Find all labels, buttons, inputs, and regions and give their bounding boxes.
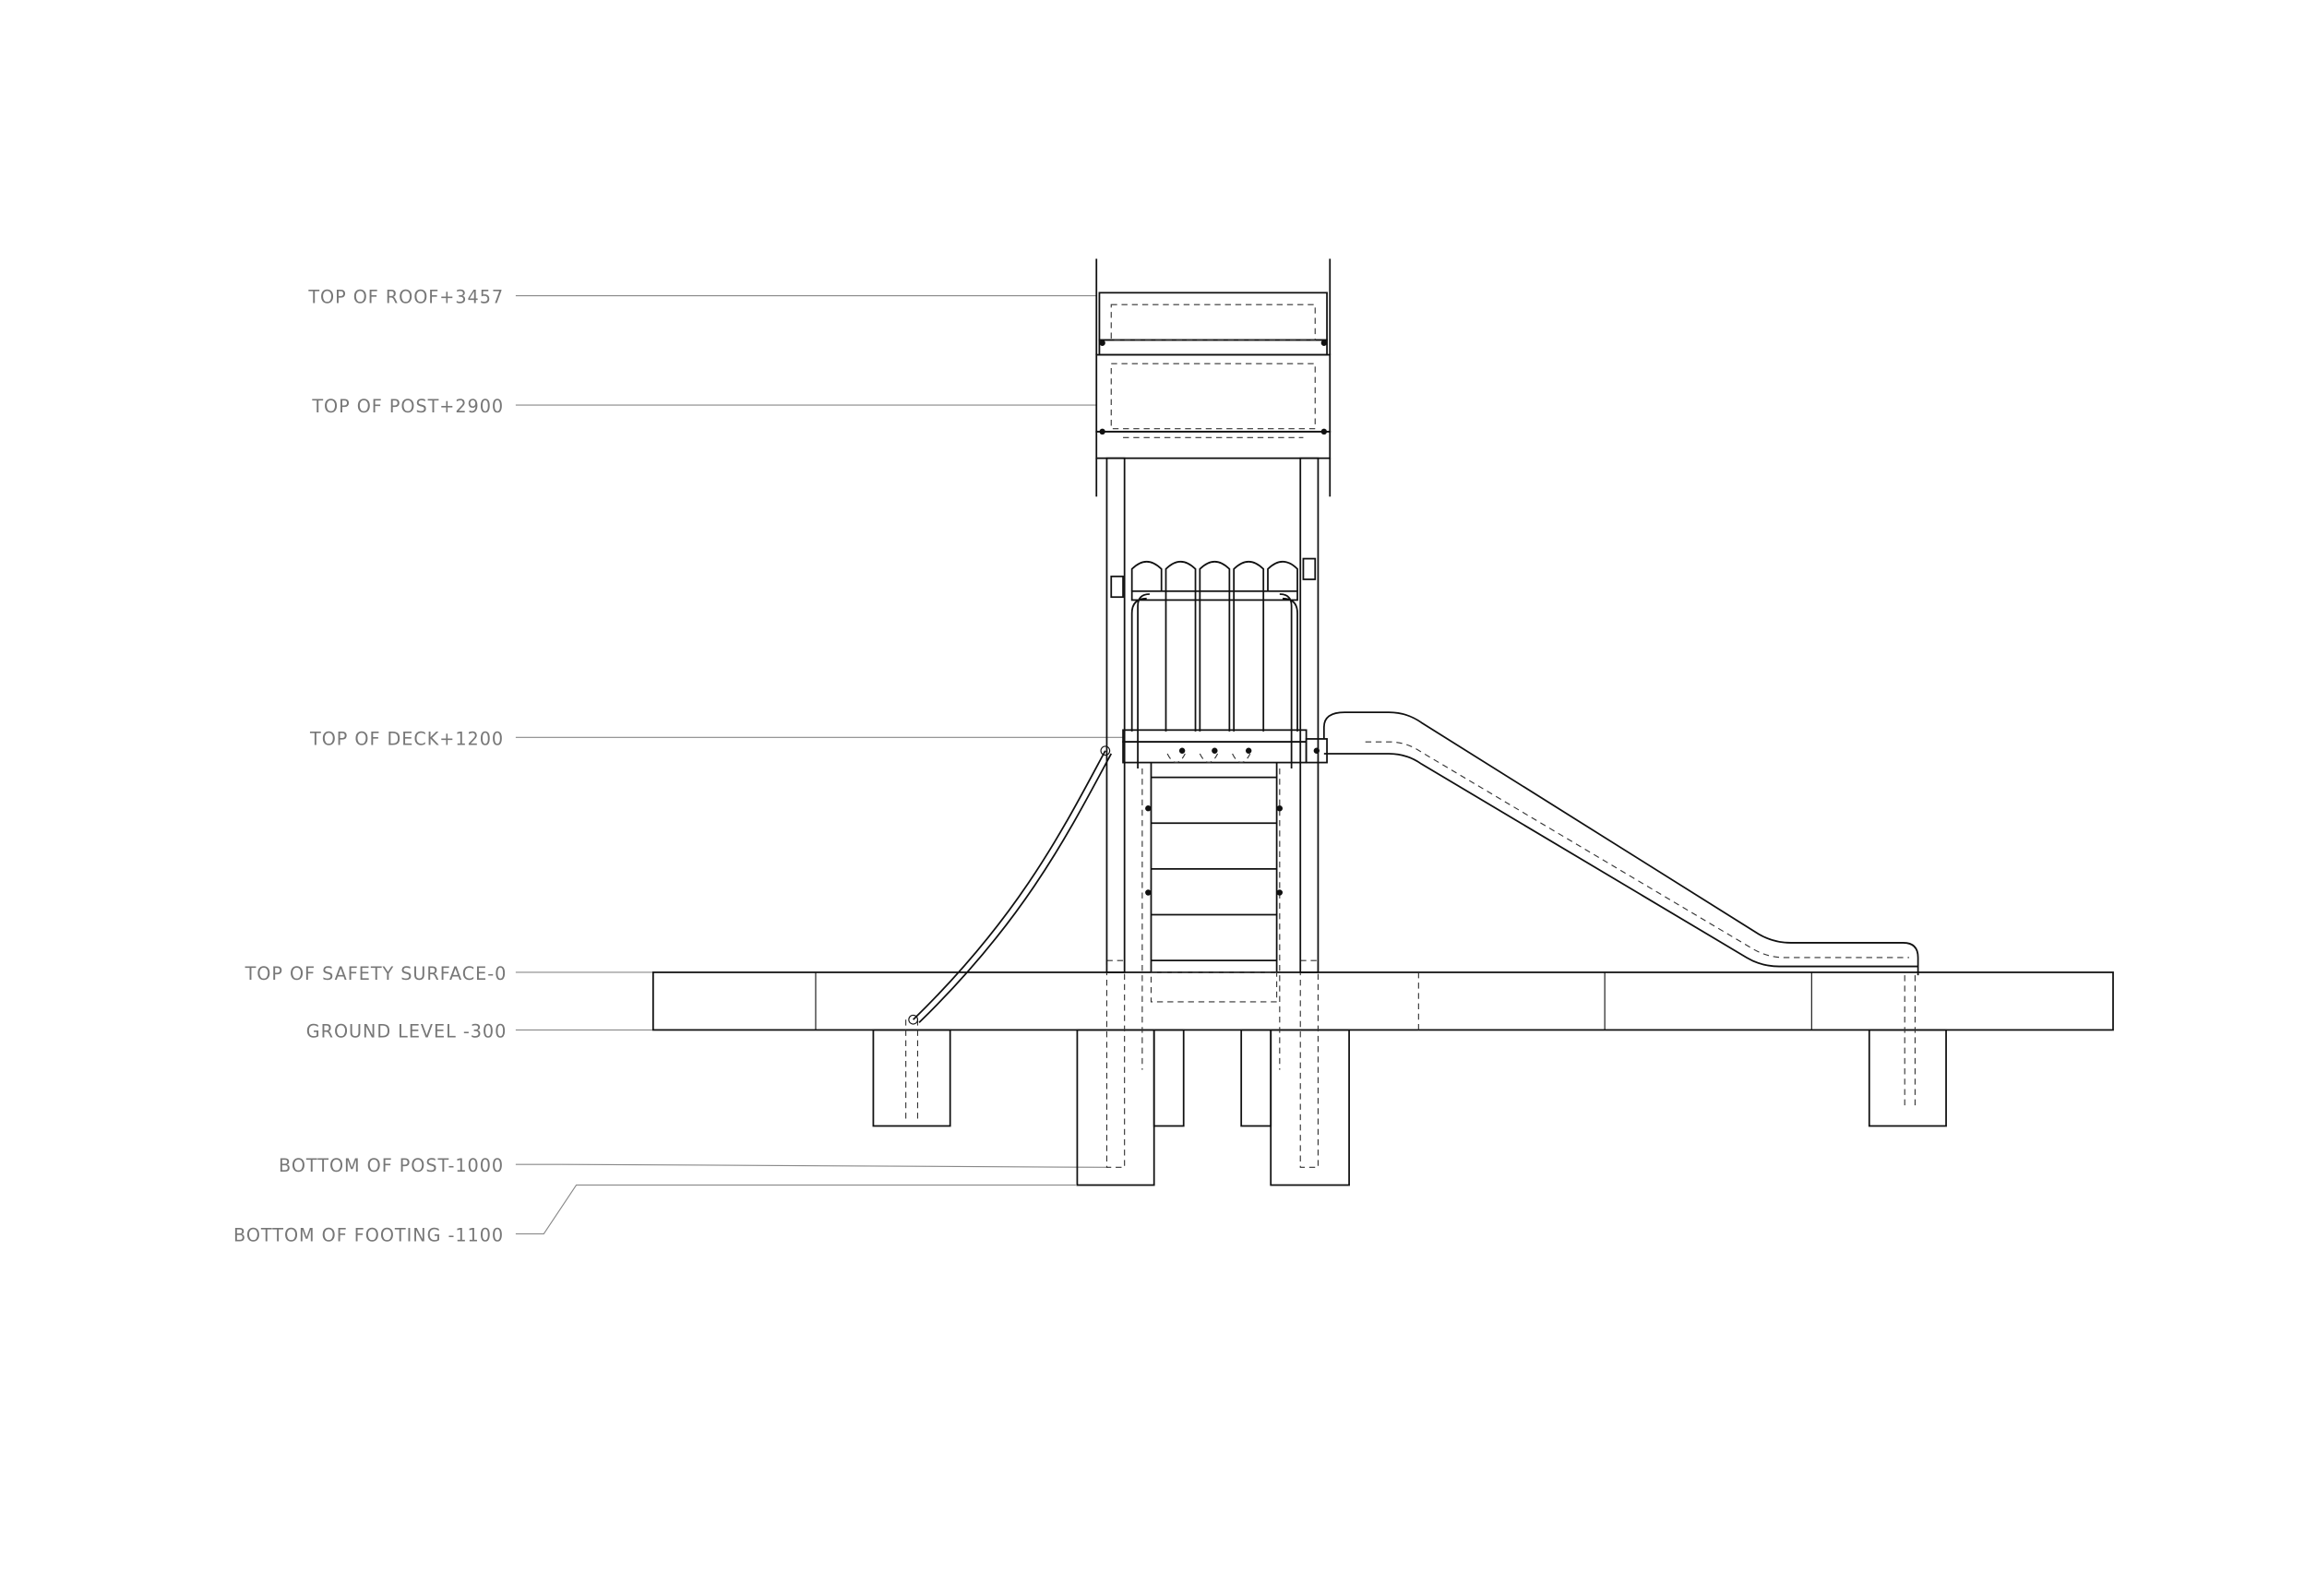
roof <box>1095 258 1332 497</box>
label-top-of-deck: TOP OF DECK+1200 <box>309 728 504 749</box>
safety-surface <box>651 971 2114 1031</box>
label-top-of-post: TOP OF POST+2900 <box>311 396 504 417</box>
level-labels: TOP OF ROOF+3457 TOP OF POST+2900 TOP OF… <box>233 287 1124 1245</box>
deck-panel <box>1110 557 1317 764</box>
label-ground-level: GROUND LEVEL -300 <box>306 1020 507 1042</box>
slide <box>1305 711 1919 976</box>
label-top-of-roof: TOP OF ROOF+3457 <box>307 287 504 308</box>
label-bottom-of-post: BOTTOM OF POST-1000 <box>279 1155 504 1176</box>
footings <box>872 768 1947 1186</box>
ladder <box>1145 762 1284 1003</box>
leader-bottom-of-footing <box>515 1185 1076 1234</box>
climbing-rope <box>908 745 1113 1025</box>
label-bottom-of-footing: BOTTOM OF FOOTING -1100 <box>233 1224 504 1245</box>
handrails <box>1137 593 1293 768</box>
label-top-of-safety-surface: TOP OF SAFETY SURFACE-0 <box>245 963 508 984</box>
